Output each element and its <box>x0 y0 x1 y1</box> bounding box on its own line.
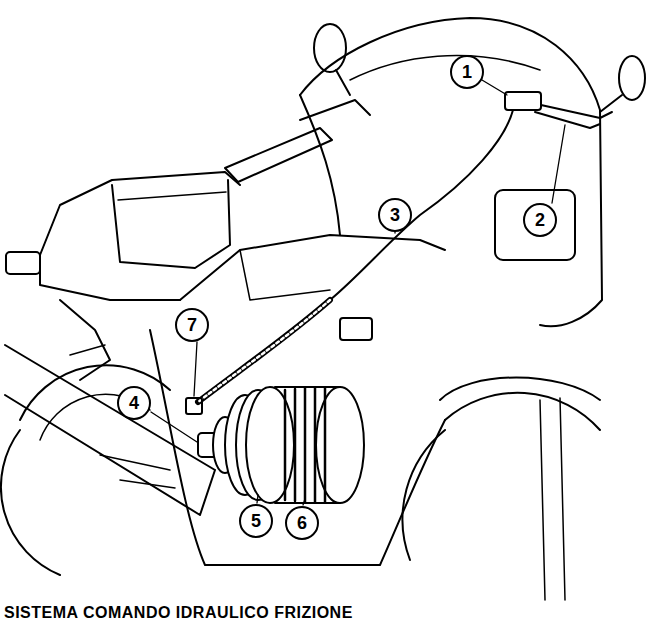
front-fender <box>440 378 600 401</box>
exhaust-hanger <box>100 455 175 488</box>
tail-fairing <box>40 172 240 255</box>
handlebar-grip <box>225 128 332 182</box>
callout-text: 7 <box>187 316 197 334</box>
callout-number: 1 <box>450 55 484 89</box>
callout-number: 4 <box>117 386 151 420</box>
callout-number: 3 <box>378 198 412 232</box>
fork <box>540 398 565 600</box>
mirror-stem <box>600 95 622 112</box>
mirror <box>619 56 645 100</box>
callout-number: 7 <box>175 308 209 342</box>
seat <box>112 180 230 268</box>
clutch-plate <box>246 387 294 503</box>
leader-line <box>151 80 565 505</box>
tail-light <box>6 252 40 274</box>
callout-text: 2 <box>535 211 545 229</box>
callout-number: 6 <box>285 506 319 540</box>
front-fairing <box>300 95 340 235</box>
rear-wheel <box>20 365 170 420</box>
footrest <box>70 345 105 355</box>
callout-number: 2 <box>523 203 557 237</box>
seat <box>118 192 226 200</box>
callout-text: 6 <box>297 514 307 532</box>
callout-text: 5 <box>251 512 261 530</box>
side-fairing <box>180 235 445 300</box>
clutch-lever <box>535 112 600 128</box>
front-wheel <box>403 430 445 560</box>
indicator <box>340 318 372 340</box>
mirror <box>314 24 346 72</box>
callout-text: 4 <box>129 394 139 412</box>
figure-caption: SISTEMA COMANDO IDRAULICO FRIZIONE <box>4 604 353 622</box>
callout-text: 3 <box>390 206 400 224</box>
rear-wheel <box>1 430 60 575</box>
windscreen-edge <box>350 56 540 80</box>
clutch-drum <box>316 387 364 503</box>
callout-text: 1 <box>462 63 472 81</box>
lower-fairing <box>150 330 445 565</box>
front-wheel <box>445 393 600 430</box>
fairing-panel <box>240 250 330 300</box>
tail-fairing <box>40 255 180 300</box>
callout-number: 5 <box>239 504 273 538</box>
drum-ribs <box>285 388 325 502</box>
master-cylinder <box>505 92 541 110</box>
mirror-stem <box>336 70 350 95</box>
slave-cylinder <box>186 398 202 414</box>
front-fairing <box>300 18 602 326</box>
footrest-bracket <box>60 300 110 380</box>
headlight <box>495 190 575 260</box>
brake-lever <box>300 100 370 120</box>
hydraulic-hose <box>330 110 513 300</box>
